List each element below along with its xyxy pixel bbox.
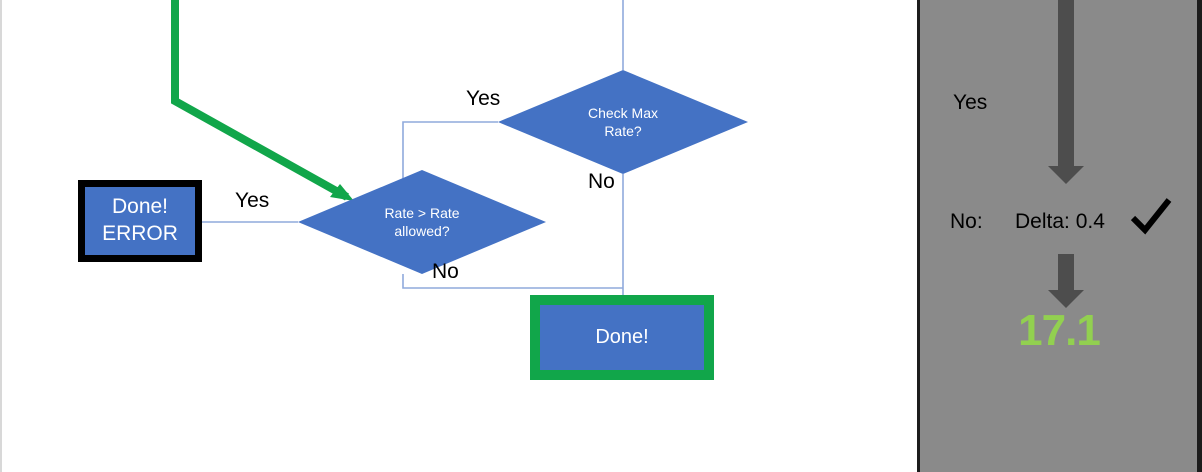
flowchart-canvas: Done! ERROR Rate > Rate allowed? Check M… [0,0,748,472]
node-done-error-line1: Done! [111,195,169,219]
edge-label-yes-to-error: Yes [235,189,270,212]
node-rate-greater-than-allowed[interactable]: Rate > Rate allowed? [298,170,546,274]
edge-label-no-from-checkmax: No [588,170,615,193]
node-done-error[interactable]: Done! ERROR [78,180,202,262]
check-mark-icon [1130,198,1172,235]
diamond-shape-rate [298,170,546,274]
panel-result-value: 17.1 [1018,306,1101,355]
panel-yes-label: Yes [953,91,988,114]
node-done-line1: Done! [595,325,649,348]
edge-label-yes-from-checkmax: Yes [466,87,501,110]
arrow-down-long-icon [1048,0,1084,184]
edge-label-no-from-rate: No [432,260,459,283]
panel-arrow-layer [1048,0,1084,308]
panel-no-label: No: [950,210,983,233]
status-panel: Yes No: Delta: 0.4 17.1 [917,0,1202,472]
panel-delta-value: Delta: 0.4 [1015,210,1105,233]
node-done[interactable]: Done! [530,295,714,380]
node-done-error-line2: ERROR [102,222,178,245]
connector-layer [171,0,624,295]
arrow-down-short-icon [1048,254,1084,308]
connector-rate-no-to-done [402,274,623,289]
highlight-path-green [171,0,354,201]
node-check-max-rate[interactable]: Check Max Rate? [498,70,748,174]
diamond-shape-checkmax [498,70,748,174]
